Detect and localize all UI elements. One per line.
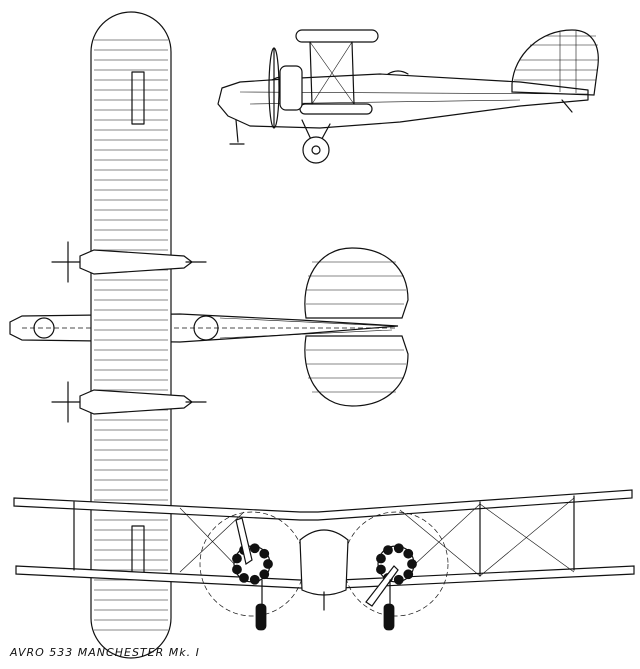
top-view (9, 11, 409, 659)
drawing-caption: AVRO 533 MANCHESTER Mk. I (10, 646, 200, 659)
front-view (13, 489, 635, 631)
side-view (217, 29, 599, 164)
